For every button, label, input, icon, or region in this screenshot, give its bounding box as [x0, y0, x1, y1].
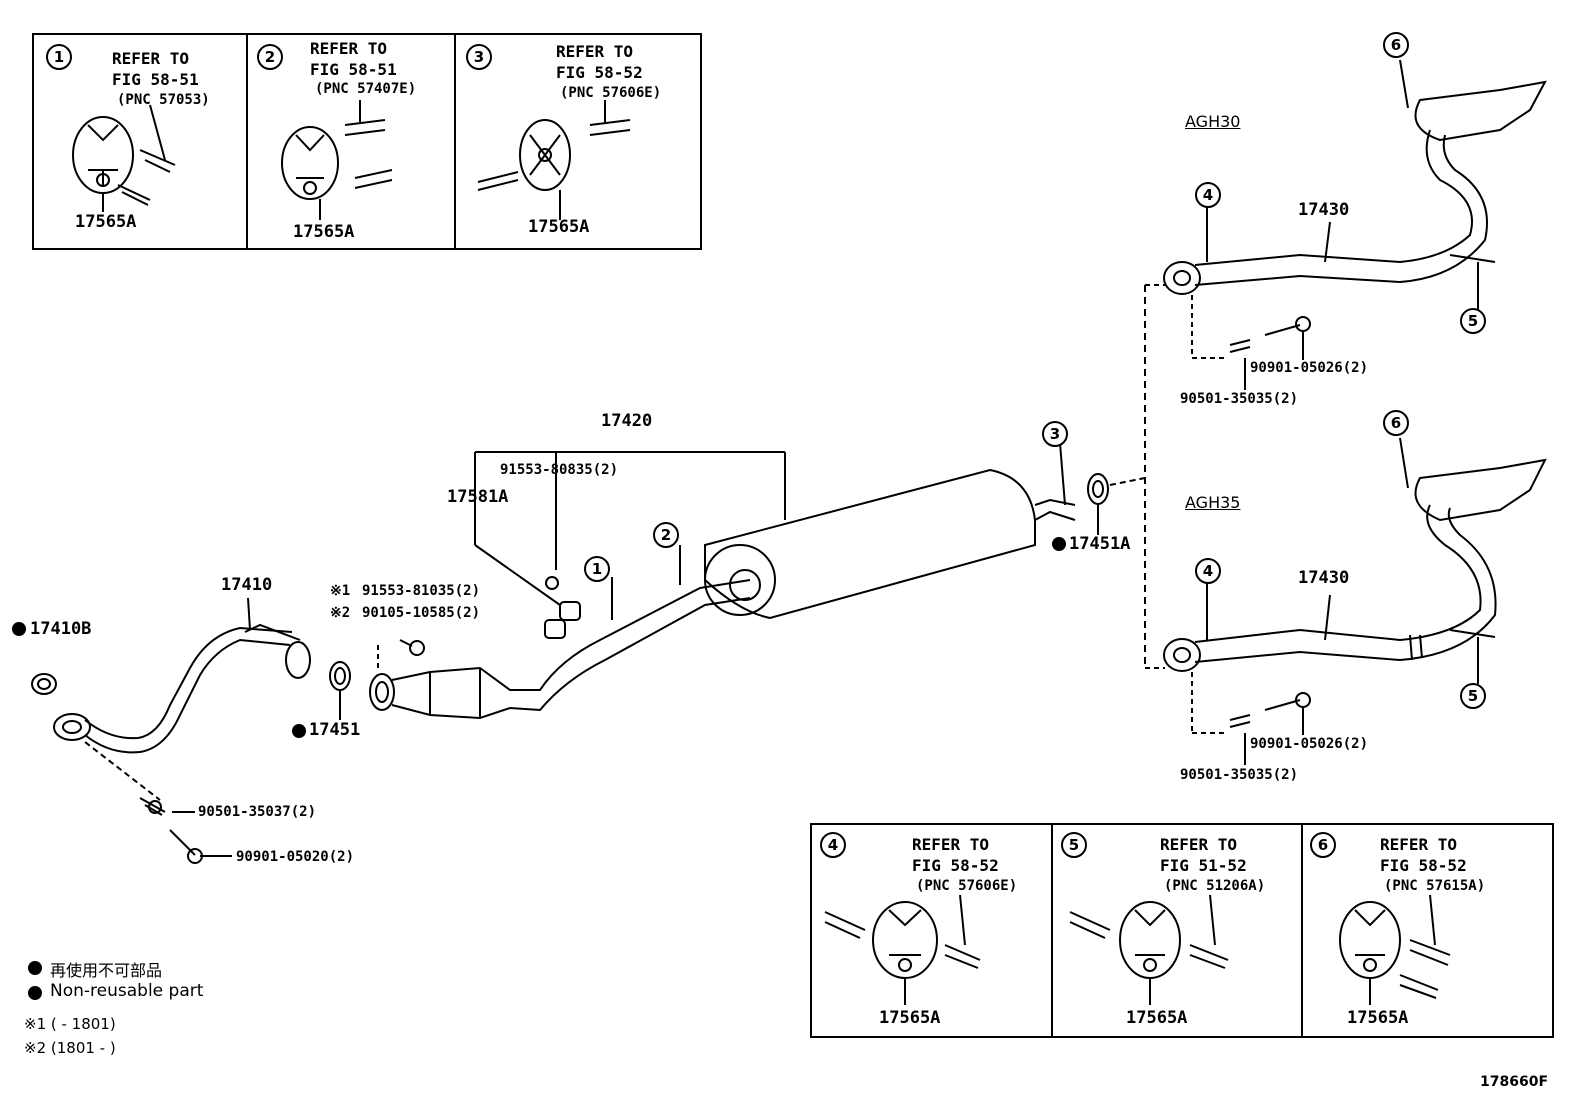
- marker-4-agh35: 4: [1195, 558, 1221, 584]
- legend-english: Non-reusable part: [50, 981, 204, 1001]
- panel-4-marker: 4: [820, 832, 846, 858]
- gasket-17451a: [1087, 473, 1109, 505]
- hanger-rubber-4: [824, 894, 981, 1005]
- label-17430-agh35: 17430: [1298, 568, 1350, 588]
- label-90501-35035-agh35: 90501-35035(2): [1180, 767, 1299, 783]
- panel-5-pnc: (PNC 51206A): [1164, 878, 1266, 894]
- panel-2-pnc: (PNC 57407E): [315, 81, 417, 97]
- marker-5-agh30: 5: [1460, 308, 1486, 334]
- variant-label-agh30: AGH30: [1185, 112, 1241, 131]
- panel-4-refer: REFER TO: [912, 835, 990, 854]
- panel-4-pnc: (PNC 57606E): [916, 878, 1018, 894]
- panel-5-part: 17565A: [1126, 1008, 1188, 1028]
- non-reusable-dot: [12, 622, 26, 636]
- marker-6-agh30: 6: [1383, 32, 1409, 58]
- label-90901-05026-agh30: 90901-05026(2): [1250, 360, 1369, 376]
- marker-3: 3: [1042, 421, 1068, 447]
- hanger-rubber-5: [1069, 894, 1229, 1005]
- marker-2: 2: [653, 522, 679, 548]
- panel-1-marker: 1: [46, 44, 72, 70]
- panel-5-marker: 5: [1061, 832, 1087, 858]
- panel-2-fig: FIG 58-51: [310, 60, 397, 79]
- panel-1-fig: FIG 58-51: [112, 70, 199, 89]
- panel-2-part: 17565A: [293, 222, 355, 242]
- hanger-rubber-1: [72, 104, 176, 212]
- label-17430-agh30: 17430: [1298, 200, 1350, 220]
- tail-pipe-17430-agh35: [1145, 437, 1547, 765]
- label-91553-80835: 91553-80835(2): [500, 462, 619, 478]
- variant-label-agh35: AGH35: [1185, 493, 1241, 512]
- diagram-id: 178660F: [1480, 1074, 1549, 1090]
- label-17420: 17420: [601, 411, 653, 431]
- panel-5-fig: FIG 51-52: [1160, 856, 1247, 875]
- panel-1-pnc: (PNC 57053): [117, 92, 210, 108]
- non-reusable-dot: [1052, 537, 1066, 551]
- panel-3-refer: REFER TO: [556, 42, 634, 61]
- panel-3-fig: FIG 58-52: [556, 63, 643, 82]
- bottom-panels-frame: [810, 823, 1554, 1038]
- label-90901-05020: 90901-05020(2): [236, 849, 355, 865]
- panel-1-refer: REFER TO: [112, 49, 190, 68]
- panel-4-part: 17565A: [879, 1008, 941, 1028]
- hanger-rubber-3: [477, 100, 631, 220]
- panel-5-refer: REFER TO: [1160, 835, 1238, 854]
- clamp-17581a: [559, 601, 581, 621]
- marker-6-agh35: 6: [1383, 410, 1409, 436]
- legend-note-1: ※1 ( - 1801): [24, 1015, 116, 1033]
- legend-japanese: 再使用不可部品: [50, 961, 163, 980]
- label-91553-81035: 91553-81035(2): [362, 583, 481, 599]
- label-17451: 17451: [309, 720, 361, 740]
- marker-5-agh35: 5: [1460, 683, 1486, 709]
- panel-3-pnc: (PNC 57606E): [560, 85, 662, 101]
- gasket-17410b: [31, 673, 57, 695]
- bolt-90105-10585: [409, 640, 425, 656]
- panel-2-marker: 2: [257, 44, 283, 70]
- tail-pipe-17430-agh30: [1144, 59, 1547, 668]
- panel-6-fig: FIG 58-52: [1380, 856, 1467, 875]
- hanger-rubber-2: [281, 100, 393, 220]
- non-reusable-dot: [292, 724, 306, 738]
- label-90501-35035-agh30: 90501-35035(2): [1180, 391, 1299, 407]
- label-17581a: 17581A: [447, 487, 509, 507]
- center-pipe-17420: [369, 451, 1076, 720]
- label-17410: 17410: [221, 575, 273, 595]
- panel-3-part: 17565A: [528, 217, 590, 237]
- legend-note-2: ※2 (1801 - ): [24, 1039, 116, 1057]
- marker-1: 1: [584, 556, 610, 582]
- panel-6-marker: 6: [1310, 832, 1336, 858]
- legend-dot: [28, 986, 42, 1000]
- legend-dot: [28, 961, 42, 975]
- panel-3-marker: 3: [466, 44, 492, 70]
- hanger-rubber-6: [1339, 894, 1451, 1005]
- label-90501-35037: 90501-35037(2): [198, 804, 317, 820]
- panel-6-pnc: (PNC 57615A): [1384, 878, 1486, 894]
- panel-4-fig: FIG 58-52: [912, 856, 999, 875]
- panel-2-refer: REFER TO: [310, 39, 388, 58]
- panel-6-refer: REFER TO: [1380, 835, 1458, 854]
- marker-4-agh30: 4: [1195, 182, 1221, 208]
- panel-6-part: 17565A: [1347, 1008, 1409, 1028]
- label-17451a: 17451A: [1069, 534, 1131, 554]
- gasket-17451: [329, 661, 351, 691]
- label-17410b: 17410B: [30, 619, 92, 639]
- front-pipe-17410: [53, 597, 311, 754]
- panel-1-part: 17565A: [75, 212, 137, 232]
- label-90105-10585: 90105-10585(2): [362, 605, 481, 621]
- note-x2: ※2: [330, 605, 351, 621]
- label-90901-05026-agh35: 90901-05026(2): [1250, 736, 1369, 752]
- note-x1: ※1: [330, 583, 351, 599]
- top-panels-frame: [32, 33, 702, 250]
